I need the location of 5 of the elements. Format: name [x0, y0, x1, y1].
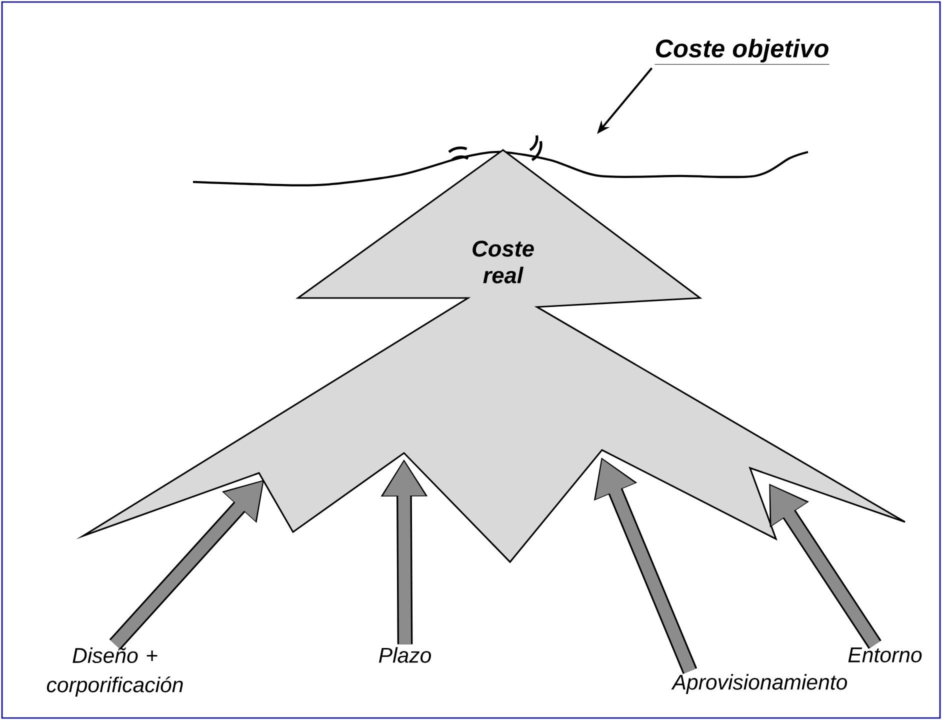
factor-label: Entorno [848, 648, 922, 662]
factor-label: Aprovisionamiento [671, 674, 848, 694]
factor-label: Plazo [378, 647, 431, 663]
heading: Coste objetivo [654, 38, 830, 65]
factor-label: Diseño + corporificación [46, 647, 183, 697]
